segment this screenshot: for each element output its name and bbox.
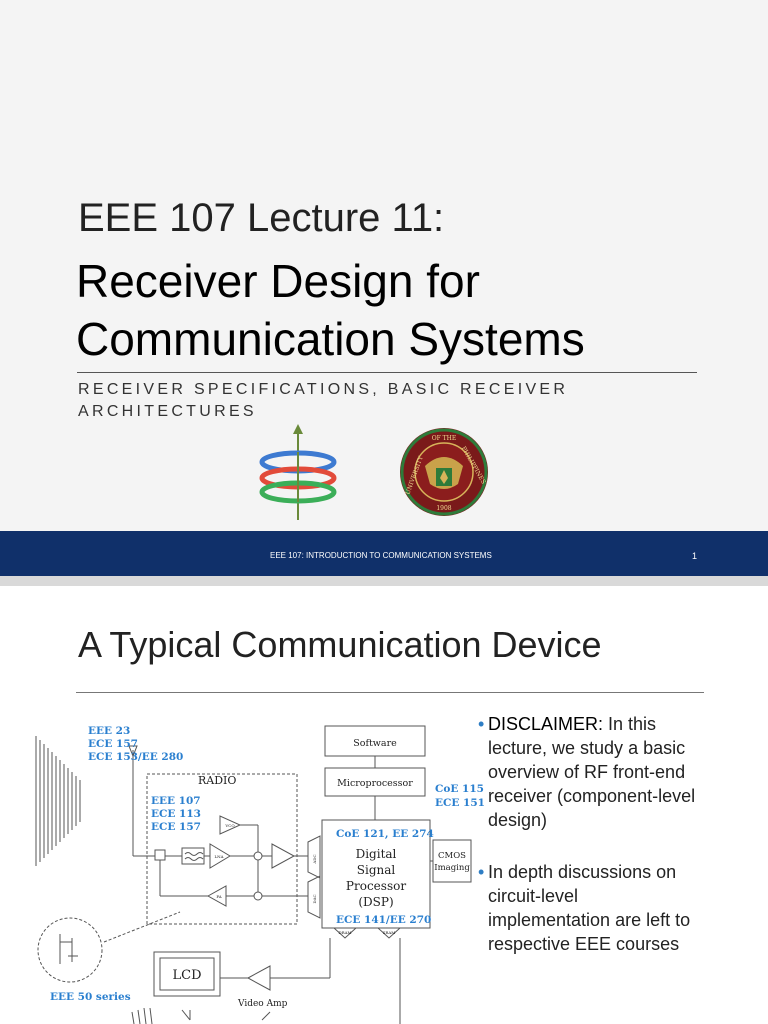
software-block: Software: [353, 738, 397, 749]
lcd-label: LCD: [172, 968, 201, 983]
dsp-line-2: Signal: [357, 863, 396, 877]
title-line-3: Communication Systems: [76, 313, 585, 365]
cmos-line-2: Imaging: [434, 863, 470, 873]
rf-lab-logo: [259, 424, 337, 520]
dac-label: DAC: [312, 894, 317, 903]
slide-title: A Typical Communication Device: [78, 624, 602, 665]
lecture-main-title: Receiver Design for Communication System…: [76, 252, 585, 368]
bullet-text: lecture, we study a basic: [488, 738, 686, 758]
course-ece141: ECE 141/EE 270: [336, 914, 431, 926]
bullet-text: implementation are left to: [488, 910, 691, 930]
university-seal-logo: OF THE UNIVERSITY PHILIPPINES 1908: [400, 428, 488, 516]
slide-footer: EEE 107: INTRODUCTION TO COMMUNICATION S…: [0, 531, 768, 576]
course-coe115: CoE 115: [435, 783, 484, 795]
subtitle-line-1: RECEIVER SPECIFICATIONS, BASIC RECEIVER: [78, 381, 569, 398]
footer-course-title: EEE 107: INTRODUCTION TO COMMUNICATION S…: [270, 551, 492, 560]
title-divider: [77, 372, 697, 373]
bullet-text: respective EEE courses: [488, 934, 680, 954]
course-ece151: ECE 151: [435, 797, 485, 809]
lecture-subtitle: RECEIVER SPECIFICATIONS, BASIC RECEIVER …: [78, 379, 678, 423]
title-divider: [76, 692, 704, 693]
course-eee107: EEE 107: [151, 795, 201, 807]
pa-label: PA: [216, 894, 221, 899]
communication-device-diagram: EEE 23 ECE 157 ECE 153/EE 280 EEE 107 EC…: [35, 725, 485, 1024]
bullet-disclaimer: • DISCLAIMER: In this lecture, we study …: [478, 712, 758, 832]
course-coe121: CoE 121, EE 274: [336, 828, 434, 840]
cmos-line-1: CMOS: [438, 851, 466, 861]
content-slide: A Typical Communication Device • DISCLAI…: [0, 586, 768, 1024]
course-eee23: EEE 23: [88, 725, 130, 737]
title-slide: EEE 107 Lecture 11: Receiver Design for …: [0, 0, 768, 576]
bullet-text: design): [488, 810, 548, 830]
bullet-in-depth: • In depth discussions on circuit-level …: [478, 860, 758, 956]
lecture-number-title: EEE 107 Lecture 11:: [78, 196, 445, 240]
bullet-text: In depth discussions on: [488, 862, 677, 882]
dsp-line-4: (DSP): [358, 895, 393, 909]
page-number: 1: [692, 551, 698, 561]
dsp-line-1: Digital: [356, 847, 397, 861]
course-eee50: EEE 50 series: [50, 991, 131, 1003]
dram-label: DRAM: [338, 930, 351, 935]
video-amp-label: Video Amp: [237, 999, 288, 1009]
bullet-text: overview of RF front-end: [488, 762, 686, 782]
radio-label: RADIO: [198, 774, 236, 787]
course-ece113: ECE 113: [151, 808, 201, 820]
bullet-text: receiver (component-level: [488, 786, 696, 806]
seal-year: 1908: [436, 505, 451, 512]
subtitle-line-2: ARCHITECTURES: [78, 403, 257, 420]
bullet-strong: DISCLAIMER:: [488, 714, 604, 734]
course-ece157-radio: ECE 157: [151, 821, 201, 833]
title-line-2: Receiver Design for: [76, 255, 480, 307]
dsp-line-3: Processor: [346, 879, 406, 893]
course-ece157: ECE 157: [88, 738, 138, 750]
microprocessor-block: Microprocessor: [337, 778, 413, 789]
vco-label: VCO: [224, 823, 235, 828]
bullet-text: circuit-level: [488, 886, 579, 906]
seal-text-top: OF THE: [432, 435, 457, 442]
adc-label: ADC: [312, 854, 317, 864]
bullet-dot: •: [478, 862, 485, 882]
bullet-list: • DISCLAIMER: In this lecture, we study …: [478, 712, 758, 984]
sram-label: SRAM: [383, 930, 396, 935]
lna-label: LNA: [214, 854, 223, 859]
bullet-text: In this: [603, 714, 657, 734]
bullet-dot: •: [478, 714, 485, 734]
course-ece153: ECE 153/EE 280: [88, 751, 183, 763]
